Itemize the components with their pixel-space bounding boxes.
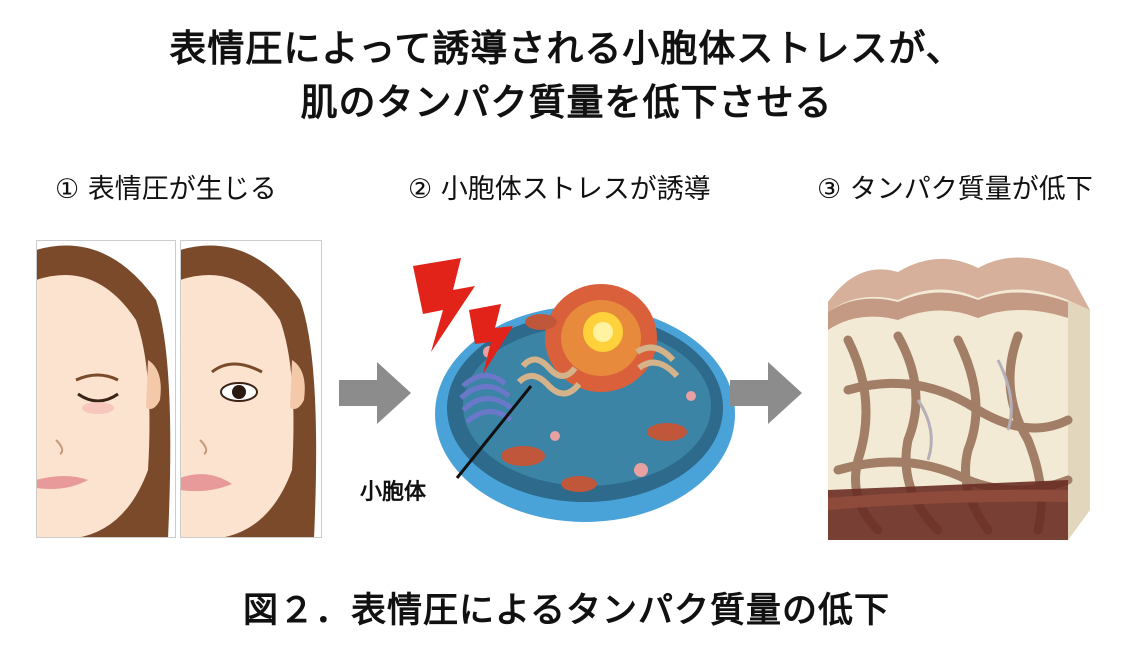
epidermis-top — [828, 257, 1090, 312]
face-illustrations — [36, 240, 322, 538]
figure-caption: 図２．表情圧によるタンパク質量の低下 — [243, 591, 890, 631]
skin-cross-section — [828, 257, 1090, 540]
main-title-line2: 肌のタンパク質量を低下させる — [300, 81, 833, 124]
right-arrow-icon — [730, 362, 802, 424]
label-pointer-line — [455, 385, 533, 479]
dermis-block — [828, 280, 1090, 540]
nucleus — [545, 284, 657, 392]
step-2-label: ② 小胞体ストレスが誘導 — [408, 174, 711, 205]
subcutaneous-layer — [828, 480, 1068, 540]
step-3-label: ③ タンパク質量が低下 — [817, 174, 1093, 205]
step-1-label: ① 表情圧が生じる — [55, 174, 277, 205]
mitochondria — [501, 314, 687, 492]
er-label: 小胞体 — [360, 480, 427, 505]
cell-illustration — [413, 258, 735, 522]
face-frowning — [180, 240, 322, 538]
endoplasmic-reticulum — [516, 344, 680, 397]
main-title-line1: 表情圧によって誘導される小胞体ストレスが、 — [169, 27, 964, 70]
right-arrow-icon — [339, 362, 411, 424]
lightning-bolt-icon — [413, 258, 513, 374]
face-winking — [36, 240, 176, 538]
